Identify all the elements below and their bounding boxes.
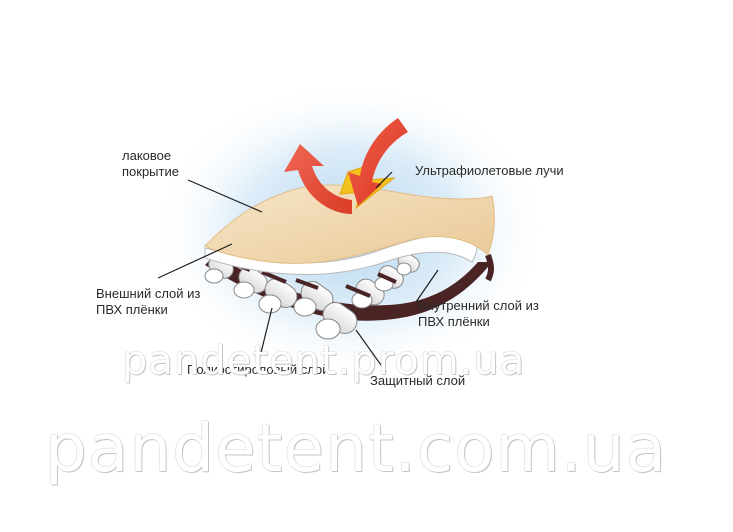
uv-incoming-arrow-icon: [348, 118, 408, 206]
outer-pvc-layer: [204, 233, 478, 275]
watermark-small: pandetent.prom.ua: [122, 338, 526, 384]
inner-pvc-label-line2: ПВХ плёнки: [418, 314, 490, 329]
inner-pvc-layer: [205, 255, 492, 321]
coating-edge: [485, 253, 494, 282]
outer-pvc-label-line2: ПВХ плёнки: [96, 302, 168, 317]
inner-pvc-label: Внутренний слой из ПВХ плёнки: [418, 298, 539, 330]
protective-layer-label: Защитный слой: [370, 373, 466, 388]
leader-lines: [157, 171, 439, 373]
outer-pvc-label: Внешний слой из ПВХ плёнки: [96, 286, 200, 318]
lacquer-coating-label-line1: лаковое: [122, 148, 172, 163]
lacquer-coating-label-line2: покрытие: [122, 164, 179, 179]
uv-rays-label: Ультрафиолетовые лучи: [415, 163, 564, 178]
lacquer-coating-layer: [204, 184, 495, 264]
watermark-big: pandetent.com.ua: [45, 410, 668, 487]
outer-pvc-label-line1: Внешний слой из: [96, 286, 201, 301]
lacquer-coating-label: лаковое покрытие: [122, 148, 179, 180]
polystyrene-layer-label: Полиэстироловый слой: [187, 362, 330, 377]
uv-reflected-arrow-icon: [284, 144, 352, 214]
inner-pvc-label-line1: Внутренний слой из: [418, 298, 539, 313]
